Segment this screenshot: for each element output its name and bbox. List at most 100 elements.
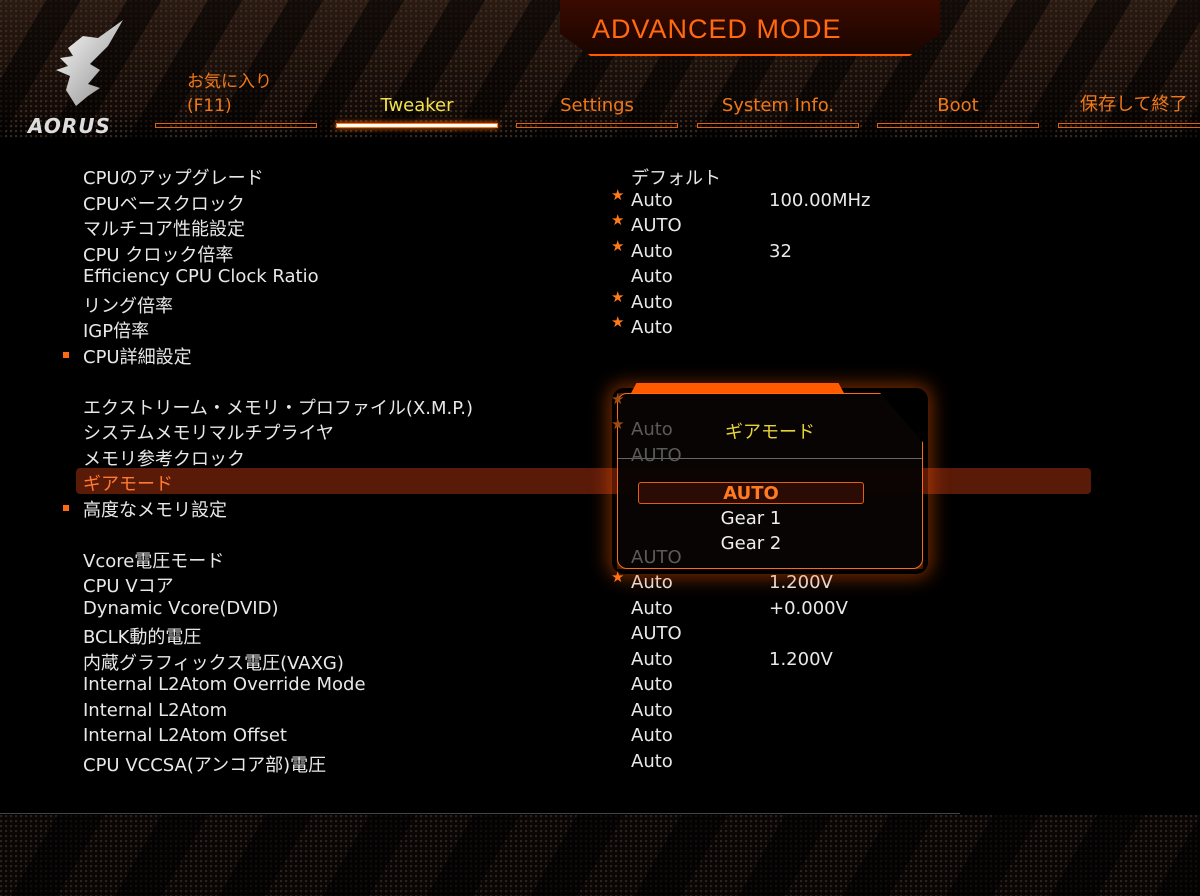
- mode-title: ADVANCED MODE: [592, 14, 842, 44]
- setting-label: Efficiency CPU Clock Ratio: [83, 266, 319, 287]
- setting-value[interactable]: Auto: [631, 266, 673, 287]
- setting-label: 高度なメモリ設定: [83, 499, 227, 521]
- setting-value[interactable]: デフォルト: [631, 168, 721, 189]
- setting-value[interactable]: Auto: [631, 750, 673, 772]
- setting-label: システムメモリマルチプライヤ: [83, 423, 334, 444]
- tab-tweaker[interactable]: Tweaker: [336, 70, 498, 128]
- tab-underline: [1058, 123, 1200, 128]
- star-icon: ★: [611, 287, 625, 306]
- tab-label: Tweaker: [380, 95, 454, 116]
- setting-label: Internal L2Atom: [83, 699, 228, 721]
- option-gear-2[interactable]: Gear 2: [720, 533, 782, 554]
- setting-current-value: +0.000V: [769, 597, 848, 619]
- setting-label: Internal L2Atom Offset: [83, 725, 287, 746]
- submenu-item[interactable]: 高度なメモリ設定: [0, 496, 1200, 522]
- star-icon: ★: [611, 415, 625, 433]
- tab-favorites-label: お気に入り: [187, 72, 272, 92]
- setting-value[interactable]: Auto: [631, 674, 673, 695]
- setting-value[interactable]: AUTO: [631, 444, 682, 466]
- tab-favorites[interactable]: お気に入り (F11): [155, 70, 317, 128]
- setting-value[interactable]: Auto: [631, 189, 673, 211]
- tab-label: 保存して終了: [1080, 94, 1188, 115]
- setting-label: メモリ参考クロック: [83, 448, 245, 470]
- setting-row[interactable]: CPUベースクロック ★ Auto 100.00MHz: [0, 186, 1200, 216]
- setting-label: 内蔵グラフィックス電圧(VAXG): [83, 652, 344, 674]
- star-icon: ★: [611, 236, 625, 255]
- setting-row[interactable]: Internal L2Atom Offset Auto: [0, 725, 1200, 751]
- option-auto[interactable]: AUTO: [638, 482, 864, 504]
- mode-banner: [560, 0, 940, 56]
- setting-row[interactable]: BCLK動的電圧 AUTO: [0, 623, 1200, 649]
- setting-row[interactable]: Efficiency CPU Clock Ratio Auto: [0, 266, 1200, 292]
- setting-label: IGP倍率: [83, 321, 150, 342]
- setting-value[interactable]: Auto: [631, 572, 673, 593]
- tab-underline: [516, 123, 678, 128]
- aorus-logo-text: AORUS: [28, 114, 111, 138]
- tab-save-exit[interactable]: 保存して終了: [1058, 70, 1200, 128]
- gear-mode-popup: ギアモード AUTO Gear 1 Gear 2: [617, 393, 923, 569]
- setting-label: BCLK動的電圧: [83, 627, 202, 648]
- setting-value[interactable]: Auto: [631, 597, 673, 619]
- tab-favorites-key: (F11): [187, 96, 232, 116]
- setting-label: Dynamic Vcore(DVID): [83, 597, 279, 619]
- spacer: [0, 368, 1200, 394]
- setting-label: CPU詳細設定: [83, 346, 192, 368]
- setting-value[interactable]: Auto: [631, 291, 673, 313]
- setting-row[interactable]: マルチコア性能設定 ★ AUTO: [0, 211, 1200, 241]
- setting-row[interactable]: Dynamic Vcore(DVID) Auto +0.000V: [0, 598, 1200, 624]
- star-icon: ★: [611, 389, 625, 408]
- submenu-bullet-icon: [63, 504, 69, 511]
- setting-value[interactable]: Auto: [631, 699, 673, 721]
- submenu-item[interactable]: CPU詳細設定: [0, 343, 1200, 369]
- setting-label: マルチコア性能設定: [83, 219, 245, 240]
- setting-value[interactable]: Auto: [631, 240, 673, 262]
- setting-row[interactable]: システムメモリマルチプライヤ ★ Auto: [0, 415, 1200, 445]
- tab-label: Boot: [937, 95, 979, 116]
- footer-banner: [0, 815, 1200, 896]
- submenu-bullet-icon: [63, 351, 69, 358]
- tab-underline: [336, 123, 498, 128]
- setting-row[interactable]: CPU VCCSA(アンコア部)電圧 Auto: [0, 751, 1200, 777]
- setting-value[interactable]: AUTO: [631, 546, 682, 568]
- setting-row[interactable]: IGP倍率 ★ Auto: [0, 313, 1200, 343]
- setting-label: CPUベースクロック: [83, 193, 245, 215]
- setting-value[interactable]: AUTO: [631, 623, 682, 644]
- setting-current-value: 32: [769, 240, 792, 262]
- setting-current-value: 100.00MHz: [769, 189, 871, 211]
- setting-current-value: 1.200V: [769, 572, 833, 593]
- tab-settings[interactable]: Settings: [516, 70, 678, 128]
- setting-value[interactable]: Auto: [631, 317, 673, 338]
- setting-value[interactable]: Auto: [631, 419, 673, 440]
- star-icon: ★: [611, 185, 625, 204]
- setting-label: ギアモード: [83, 474, 173, 495]
- setting-label: リング倍率: [83, 295, 173, 317]
- popup-divider: [618, 458, 922, 459]
- setting-row[interactable]: リング倍率 ★ Auto: [0, 288, 1200, 318]
- star-icon: ★: [611, 313, 625, 331]
- spacer: [0, 521, 1200, 547]
- tab-label: Settings: [560, 95, 634, 116]
- setting-row[interactable]: CPUのアップグレード デフォルト: [0, 164, 1200, 190]
- tab-label: System Info.: [721, 95, 835, 116]
- setting-label: CPUのアップグレード: [83, 168, 264, 189]
- tab-boot[interactable]: Boot: [877, 70, 1039, 128]
- tab-system-info[interactable]: System Info.: [697, 70, 859, 128]
- setting-value[interactable]: Auto: [631, 725, 673, 746]
- setting-label: Vcore電圧モード: [83, 550, 225, 572]
- setting-row[interactable]: ギアモード: [0, 468, 1200, 496]
- option-gear-1[interactable]: Gear 1: [720, 508, 782, 529]
- setting-value[interactable]: Auto: [631, 648, 673, 670]
- setting-label: CPU VCCSA(アンコア部)電圧: [83, 754, 327, 776]
- setting-row[interactable]: エクストリーム・メモリ・プロファイル(X.M.P.)★: [0, 390, 1200, 420]
- setting-row[interactable]: メモリ参考クロック AUTO: [0, 445, 1200, 471]
- divider: [0, 813, 960, 814]
- star-icon: ★: [611, 211, 625, 229]
- setting-value[interactable]: AUTO: [631, 215, 682, 236]
- star-icon: ★: [611, 568, 625, 586]
- setting-row[interactable]: Internal L2Atom Auto: [0, 700, 1200, 726]
- setting-row[interactable]: Vcore電圧モード AUTO: [0, 547, 1200, 573]
